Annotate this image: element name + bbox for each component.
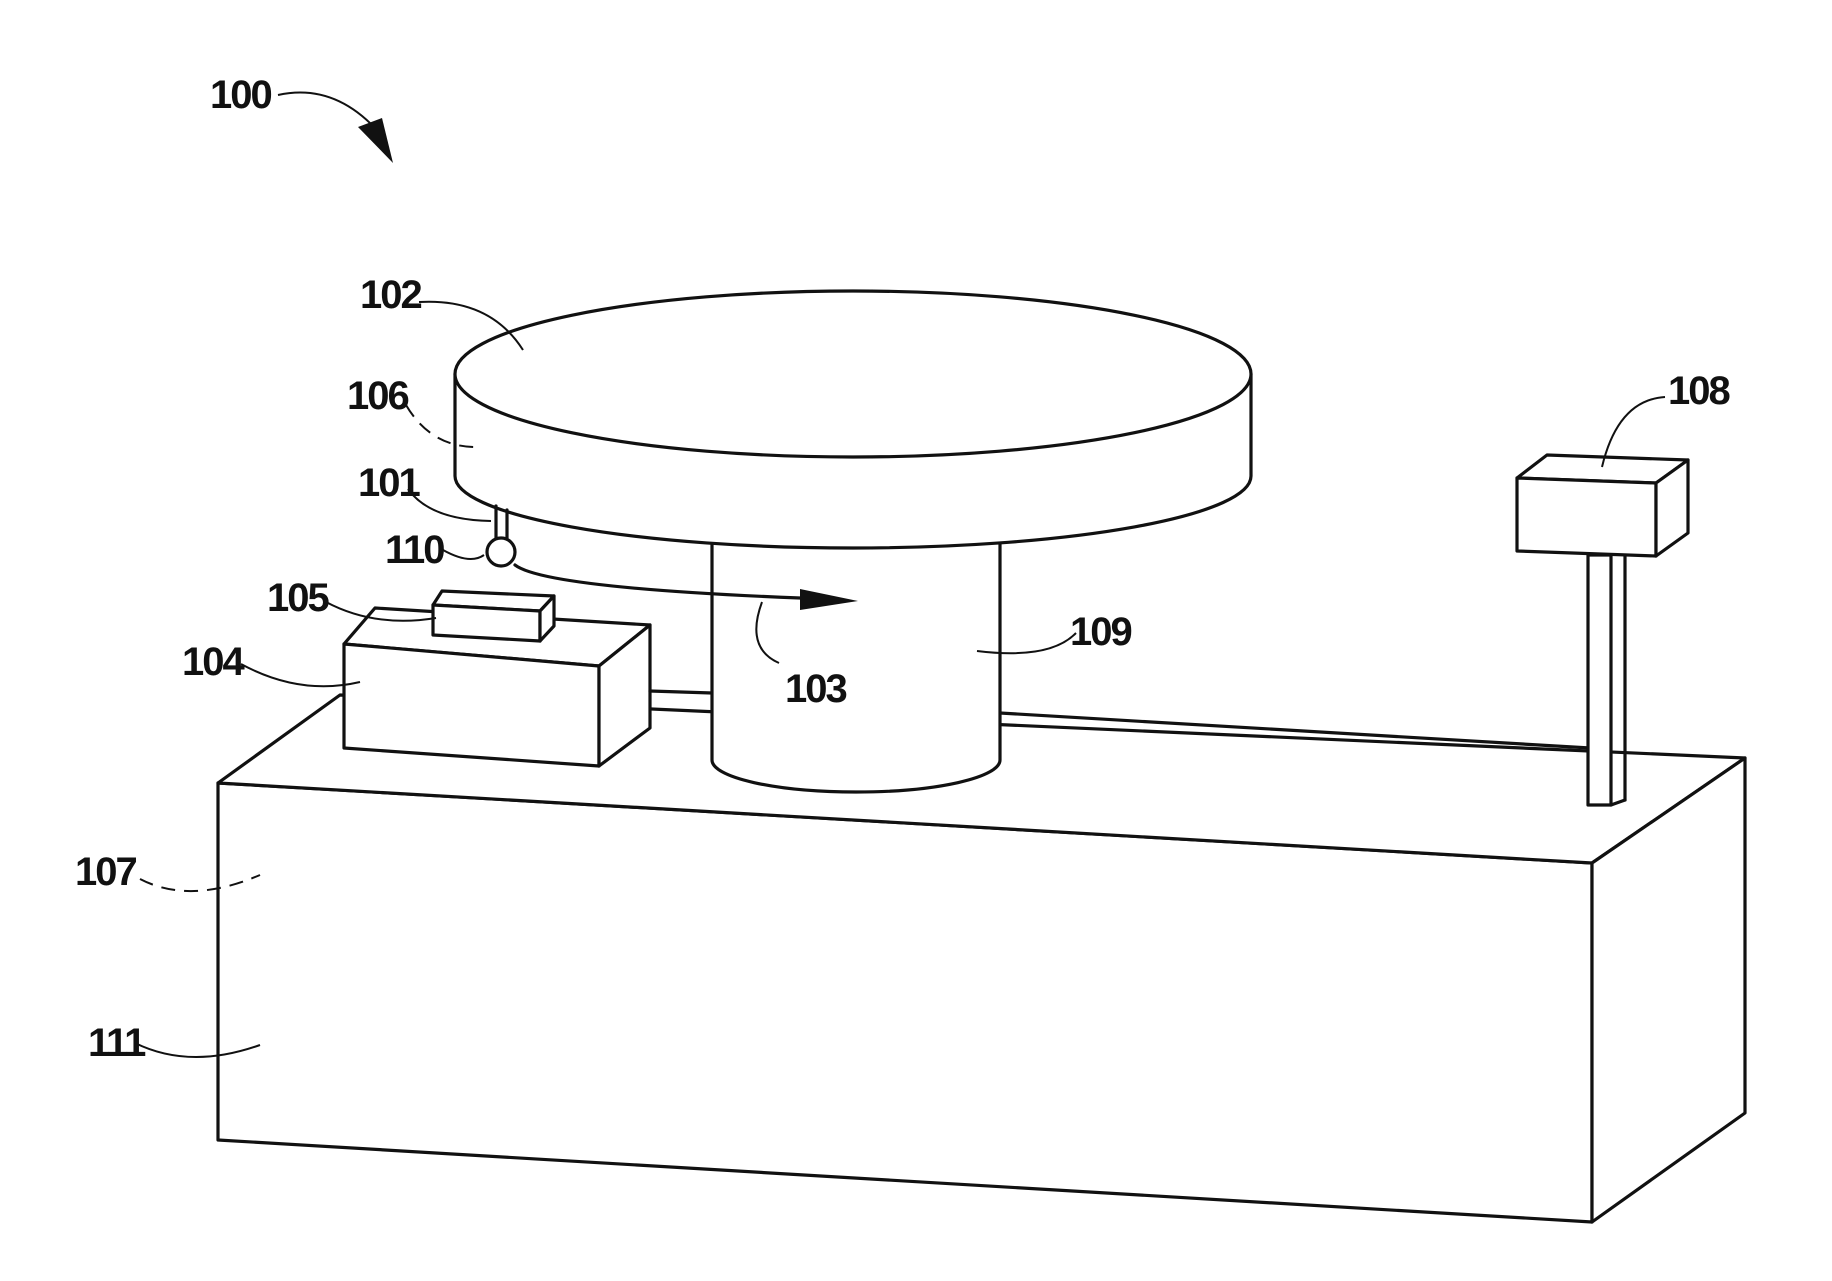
label-111: 111 xyxy=(88,1021,146,1065)
leader-110 xyxy=(443,550,484,559)
spindle-body xyxy=(712,540,1000,792)
label-109: 109 xyxy=(1070,610,1131,654)
side-box-front-face xyxy=(344,644,599,766)
leader-104 xyxy=(241,664,360,686)
platter-disk xyxy=(455,291,1251,548)
label-101: 101 xyxy=(358,461,420,505)
label-110: 110 xyxy=(385,528,444,572)
system-arrow-head xyxy=(358,118,393,163)
system-indicator-arrow xyxy=(278,92,393,163)
label-105: 105 xyxy=(267,576,329,620)
spindle-cylinder xyxy=(712,540,1000,792)
label-107: 107 xyxy=(75,850,136,894)
probe-tip-ball xyxy=(487,538,515,566)
label-103: 103 xyxy=(785,667,846,711)
label-108: 108 xyxy=(1668,369,1730,413)
label-102: 102 xyxy=(360,273,421,317)
top-part-front-face xyxy=(433,605,540,641)
label-106: 106 xyxy=(347,374,408,418)
system-arrow-curve xyxy=(278,92,375,128)
post-box xyxy=(1517,455,1688,556)
side-box-top-part xyxy=(433,591,554,641)
post-box-front-face xyxy=(1517,478,1656,556)
post-shaft xyxy=(1588,555,1611,805)
probe xyxy=(487,506,515,566)
back-line-left xyxy=(650,691,712,693)
label-104: 104 xyxy=(182,640,245,684)
platter-top-surface xyxy=(455,291,1251,457)
label-100: 100 xyxy=(210,73,271,117)
